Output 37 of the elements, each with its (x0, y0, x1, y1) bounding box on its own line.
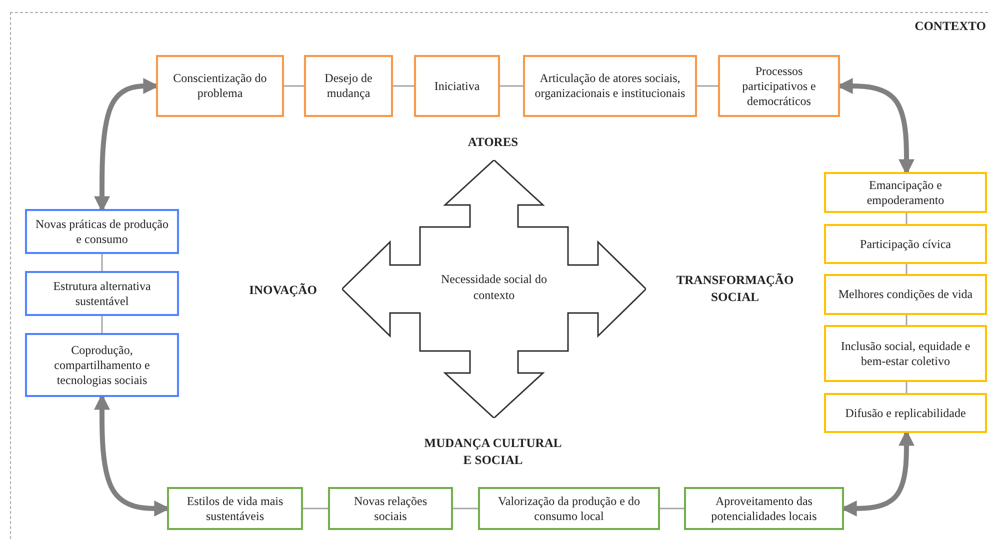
process-box: Iniciativa (414, 55, 500, 117)
process-box: Aproveitamento das potencialidades locais (684, 487, 844, 530)
concept-label: ATORES (466, 134, 520, 151)
connector-line (906, 315, 908, 325)
connector-line (453, 508, 478, 510)
frame-title: CONTEXTO (914, 19, 986, 34)
connector-line (906, 213, 908, 224)
center-text: Necessidade social do contexto (440, 271, 548, 304)
process-box: Novas práticas de produção e consumo (25, 209, 179, 254)
connector-line (906, 264, 908, 274)
process-box: Emancipação e empoderamento (824, 172, 987, 213)
process-box: Processos participativos e democráticos (718, 55, 840, 117)
process-box: Articulação de atores sociais, organizacionais e institucionais (523, 55, 697, 117)
connector-line (284, 85, 304, 87)
connector-line (906, 382, 908, 393)
connector-line (660, 508, 684, 510)
process-box: Coprodução, compartilhamento e tecnologias sociais (25, 333, 179, 397)
process-box: Difusão e replicabilidade (824, 393, 987, 433)
connector-line (500, 85, 523, 87)
process-box: Melhores condições de vida (824, 274, 987, 315)
context-frame (10, 12, 988, 539)
process-box: Novas relações sociais (328, 487, 453, 530)
connector-line (697, 85, 718, 87)
process-box: Desejo de mudança (304, 55, 393, 117)
process-box: Estilos de vida mais sustentáveis (167, 487, 303, 530)
process-box: Conscientização do problema (156, 55, 284, 117)
connector-line (101, 316, 103, 333)
connector-line (101, 254, 103, 271)
process-box: Inclusão social, equidade e bem-estar coletivo (824, 325, 987, 382)
process-box: Valorização da produção e do consumo local (478, 487, 660, 530)
concept-label: INOVAÇÃO (248, 282, 318, 299)
concept-label: TRANSFORMAÇÃO SOCIAL (675, 272, 795, 306)
process-box: Participação cívica (824, 224, 987, 264)
connector-line (393, 85, 414, 87)
process-box: Estrutura alternativa sustentável (25, 271, 179, 316)
connector-line (303, 508, 328, 510)
concept-label: MUDANÇA CULTURAL E SOCIAL (423, 435, 563, 469)
